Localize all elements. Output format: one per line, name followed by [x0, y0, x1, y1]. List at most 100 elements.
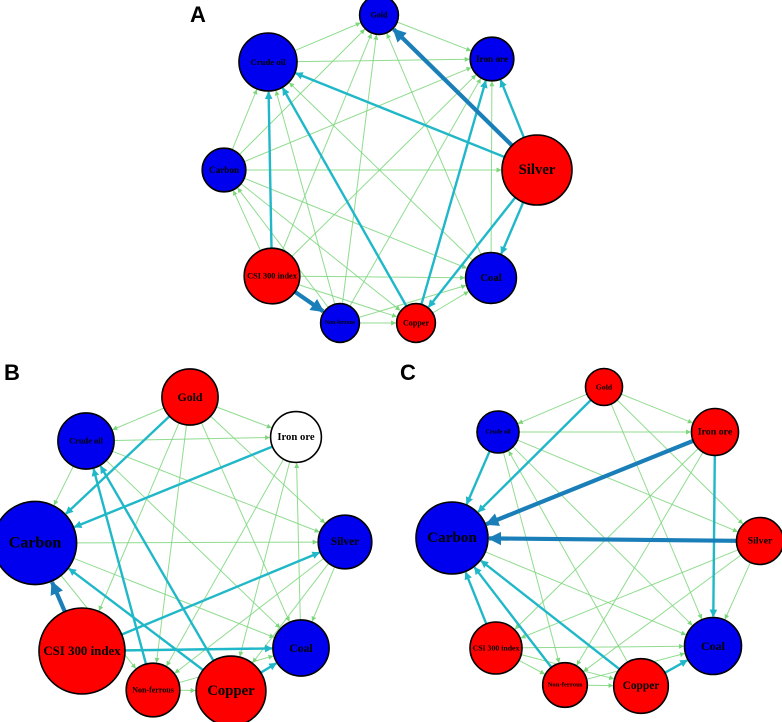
node-crude: Crude oil — [476, 410, 520, 454]
node-circle-gold — [358, 0, 400, 36]
edge-carbon-to-crude — [231, 89, 258, 150]
node-label-gold: Gold — [178, 390, 203, 404]
node-ironore: Iron ore — [269, 410, 323, 464]
node-circle-crude — [57, 412, 115, 470]
node-circle-coal — [464, 251, 518, 305]
node-circle-carbon — [415, 501, 489, 575]
node-label-coal: Coal — [480, 272, 501, 284]
edge-csi-to-nonferrous — [293, 290, 325, 314]
node-copper: Copper — [395, 302, 437, 344]
edge-silver-to-carbon — [487, 531, 737, 546]
node-label-copper: Copper — [403, 319, 429, 328]
edge-silver-to-crude — [295, 72, 505, 159]
edge-crude-to-carbon — [465, 450, 491, 505]
edge-csi-to-gold — [282, 33, 372, 251]
node-circle-copper — [195, 655, 267, 722]
node-carbon: Carbon — [0, 500, 78, 586]
node-csi: CSI 300 index — [243, 247, 301, 305]
edge-crude-to-ironore — [114, 435, 271, 441]
edge-nonferrous-to-carbon — [237, 187, 329, 308]
node-circle-carbon — [0, 500, 78, 586]
edge-ironore-to-nonferrous — [576, 451, 704, 666]
edge-gold-to-silver — [210, 415, 326, 524]
edge-silver-to-csi — [520, 549, 739, 639]
node-label-copper: Copper — [207, 683, 255, 699]
edge-csi-to-coal — [124, 644, 273, 653]
edge-coal-to-gold — [386, 33, 482, 255]
edge-ironore-to-nonferrous — [166, 458, 284, 667]
edge-silver-to-coal — [724, 562, 751, 620]
node-circle-coal — [272, 619, 330, 677]
edge-crude-to-gold — [294, 22, 361, 52]
node-nonferrous: Non-ferrous — [541, 661, 589, 709]
edge-gold-to-carbon — [477, 399, 592, 513]
node-circle-crude — [476, 410, 520, 454]
edge-copper-to-crude — [281, 87, 408, 307]
node-label-silver: Silver — [519, 162, 556, 178]
edge-csi-to-coal — [299, 275, 466, 281]
node-circle-silver — [317, 514, 373, 570]
node-silver: Silver — [501, 134, 573, 206]
edge-carbon-to-coal — [73, 557, 275, 638]
panel-a-edges — [231, 21, 526, 326]
node-circle-nonferrous — [125, 662, 181, 718]
node-circle-coal — [683, 616, 743, 676]
edge-csi-to-carbon — [50, 580, 67, 613]
edge-silver-to-nonferrous — [174, 558, 325, 674]
edge-gold-to-csi — [98, 422, 180, 611]
edge-carbon-to-silver — [76, 539, 318, 545]
node-circle-crude — [238, 32, 298, 92]
edge-csi-to-nonferrous — [518, 659, 545, 675]
node-csi: CSI 300 index — [469, 621, 523, 675]
edge-carbon-to-ironore — [243, 67, 472, 163]
edge-copper-to-ironore — [420, 80, 488, 305]
node-silver: Silver — [317, 514, 373, 570]
edge-copper-to-crude — [508, 450, 629, 663]
edge-copper-to-coal — [432, 291, 469, 314]
node-label-csi: CSI 300 index — [247, 272, 298, 281]
node-label-gold: Gold — [596, 383, 613, 392]
node-circle-copper — [612, 657, 670, 715]
node-circle-nonferrous — [541, 661, 589, 709]
edge-csi-to-crude — [264, 91, 273, 249]
edge-nonferrous-to-crude — [274, 90, 336, 305]
node-ironore: Iron ore — [469, 36, 515, 82]
edge-csi-to-coal — [521, 643, 684, 649]
node-crude: Crude oil — [238, 32, 298, 92]
node-label-copper: Copper — [623, 680, 660, 692]
node-label-silver: Silver — [331, 536, 359, 548]
panel-b-edges — [50, 406, 336, 693]
edge-silver-to-coal — [311, 566, 336, 622]
edge-crude-to-nonferrous — [502, 452, 561, 663]
node-coal: Coal — [683, 616, 743, 676]
node-ironore: Iron ore — [690, 407, 740, 457]
node-carbon: Carbon — [201, 147, 247, 193]
node-circle-ironore — [269, 410, 323, 464]
node-label-carbon: Carbon — [209, 165, 239, 175]
edge-ironore-to-carbon — [73, 445, 273, 529]
node-label-crude: Crude oil — [69, 437, 103, 446]
node-circle-gold — [161, 368, 219, 426]
node-circle-nonferrous — [319, 302, 361, 344]
edge-gold-to-silver — [616, 399, 743, 525]
node-label-coal: Coal — [289, 641, 313, 655]
node-label-carbon: Carbon — [9, 535, 62, 552]
edge-crude-to-carbon — [53, 465, 74, 506]
edge-copper-to-coal — [260, 662, 277, 674]
edge-carbon-to-coal — [485, 551, 687, 636]
edge-copper-to-coal — [664, 659, 688, 674]
node-gold: Gold — [358, 0, 400, 36]
edge-copper-to-crude — [99, 465, 215, 662]
edge-gold-to-ironore — [216, 406, 272, 429]
edge-csi-to-carbon — [232, 190, 261, 251]
node-circle-carbon — [201, 147, 247, 193]
edge-coal-to-ironore — [294, 462, 301, 620]
edge-carbon-to-gold — [239, 29, 365, 155]
node-circle-ironore — [469, 36, 515, 82]
edge-gold-to-ironore — [620, 393, 693, 424]
edge-csi-to-carbon — [464, 571, 488, 625]
